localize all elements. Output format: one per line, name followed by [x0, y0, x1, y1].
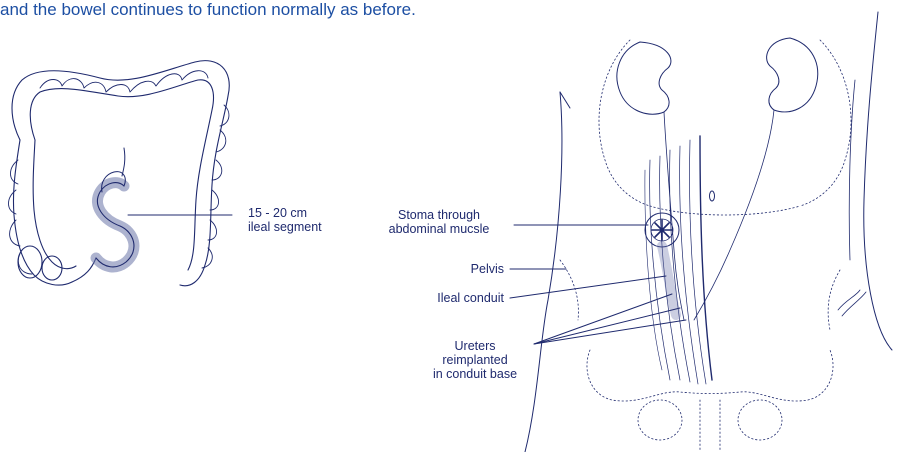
ureters-label-line2: reimplanted [420, 353, 530, 367]
ileal-segment-label: 15 - 20 cm ileal segment [248, 206, 322, 234]
ureters-label-line1: Ureters [420, 339, 530, 353]
ileal-conduit-leader [510, 276, 666, 298]
pelvis-label: Pelvis [380, 262, 504, 276]
torso-drawing [510, 12, 892, 452]
stoma-label: Stoma through abdominal mucsle [368, 208, 510, 236]
ileal-conduit-label: Ileal conduit [380, 291, 504, 305]
ureters-label: Ureters reimplanted in conduit base [420, 339, 530, 381]
ureter-leader-2 [534, 308, 680, 344]
ileal-segment-label-line2: ileal segment [248, 220, 322, 234]
colon-drawing [9, 61, 233, 286]
ureters-label-line3: in conduit base [420, 367, 530, 381]
stoma-label-line1: Stoma through [368, 208, 510, 222]
ureter-leader-1 [534, 294, 672, 344]
stoma-label-line2: abdominal mucsle [368, 222, 510, 236]
ileal-segment-label-line1: 15 - 20 cm [248, 206, 322, 220]
